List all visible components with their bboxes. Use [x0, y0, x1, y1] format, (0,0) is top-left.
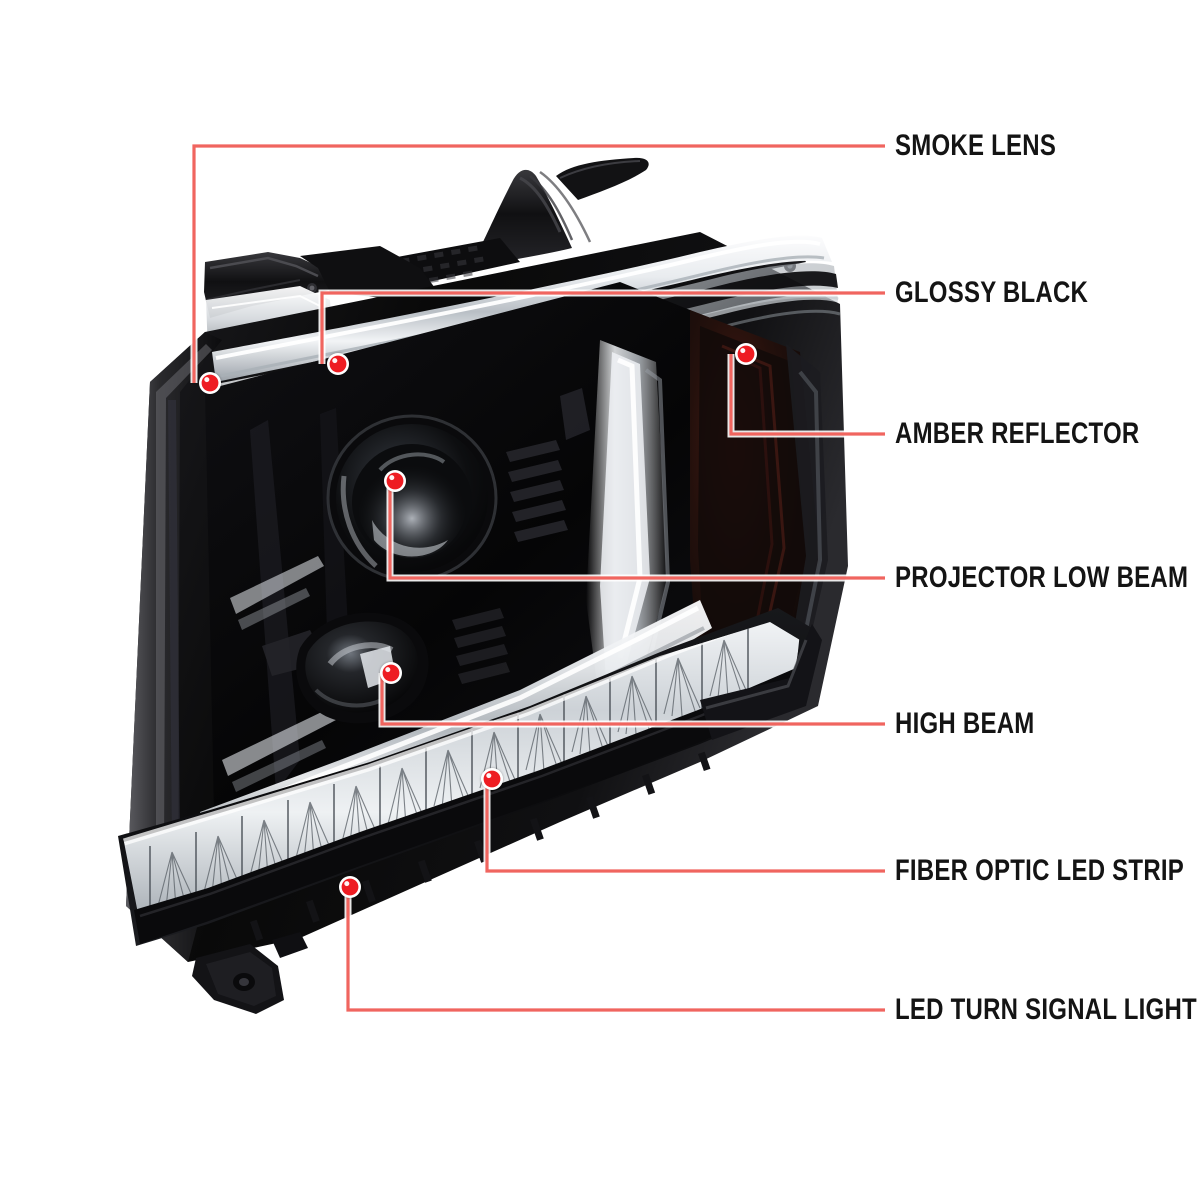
callout-label-led-turn-signal-light: LED TURN SIGNAL LIGHT — [895, 993, 1197, 1026]
callout-label-fiber-optic-led-strip: FIBER OPTIC LED STRIP — [895, 854, 1185, 887]
bottom-mounting-tab — [192, 932, 308, 1014]
callout-label-glossy-black: GLOSSY BLACK — [895, 276, 1089, 309]
callout-label-smoke-lens: SMOKE LENS — [895, 129, 1057, 162]
callout-label-projector-low-beam: PROJECTOR LOW BEAM — [895, 561, 1189, 594]
callout-label-high-beam: HIGH BEAM — [895, 707, 1035, 740]
callout-label-amber-reflector: AMBER REFLECTOR — [895, 417, 1140, 450]
